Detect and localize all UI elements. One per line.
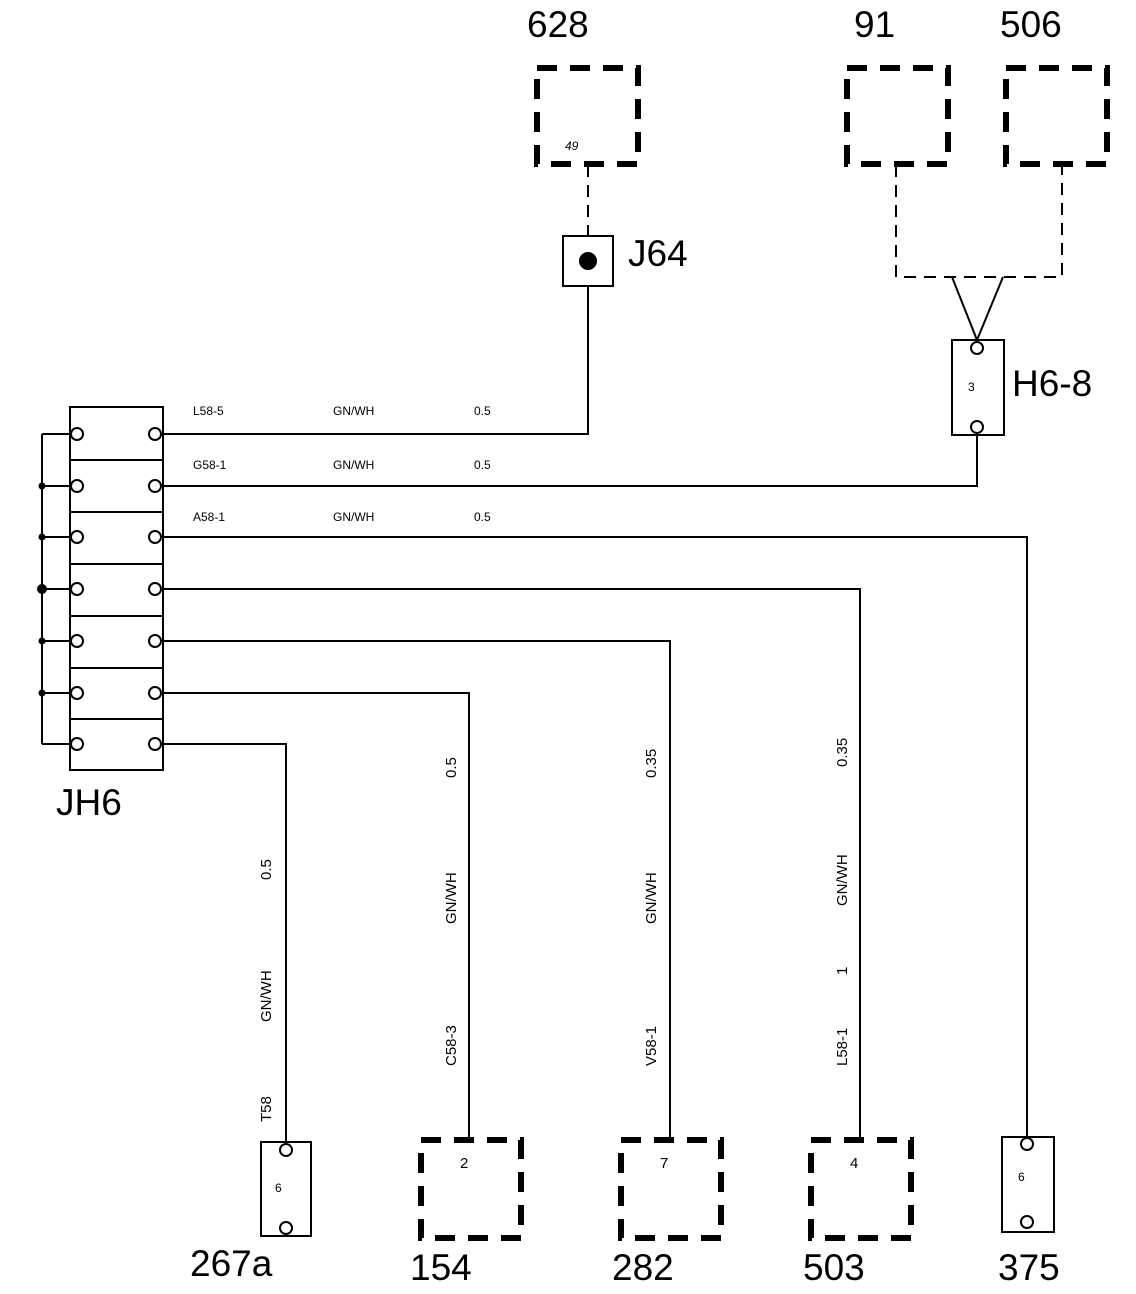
connector-506-label: 506 — [1000, 4, 1062, 45]
splice-j64-label: J64 — [628, 233, 688, 274]
connector-375-label: 375 — [998, 1247, 1060, 1288]
wire-t58-id: T58 — [258, 1096, 275, 1122]
wire-c58-3 — [162, 692, 470, 1140]
wire-g58-1-color: GN/WH — [333, 458, 374, 472]
connector-375: 6 375 — [998, 1136, 1060, 1288]
connector-282: 7 282 — [612, 1137, 724, 1288]
connector-267a-label: 267a — [190, 1243, 273, 1284]
connector-628: 628 49 — [527, 4, 641, 167]
wire-l58-1-size: 0.35 — [834, 738, 851, 767]
wire-l58-1-extra: 1 — [834, 967, 851, 975]
connector-91: 91 — [844, 4, 951, 167]
wire-l58-1-id: L58-1 — [834, 1028, 851, 1066]
wire-g58-1 — [162, 433, 978, 487]
wire-c58-3-labels: C58-3 GN/WH 0.5 — [443, 757, 460, 1066]
wire-l58-5 — [162, 286, 589, 435]
wire-g58-1-id: G58-1 — [193, 458, 227, 472]
connector-375-pin: 6 — [1018, 1170, 1025, 1184]
wire-c58-3-color: GN/WH — [443, 872, 460, 924]
wire-l58-5-size: 0.5 — [474, 404, 491, 418]
wire-v58-1-id: V58-1 — [643, 1026, 660, 1066]
wire-v58-1-size: 0.35 — [643, 749, 660, 778]
connector-h6-8: 3 H6-8 — [951, 339, 1092, 436]
connector-506: 506 — [1000, 4, 1110, 167]
wire-l58-1 — [162, 588, 861, 1140]
connector-282-pin: 7 — [660, 1155, 668, 1172]
connector-628-pin: 49 — [565, 139, 579, 153]
connector-154: 2 154 — [410, 1137, 524, 1288]
connector-628-label: 628 — [527, 4, 589, 45]
connector-503-label: 503 — [803, 1247, 865, 1288]
wire-t58-size: 0.5 — [258, 859, 275, 880]
junction-jh6-label: JH6 — [56, 782, 122, 823]
connector-154-pin: 2 — [460, 1155, 468, 1172]
wire-l58-1-color: GN/WH — [834, 854, 851, 906]
wire-v58-1-labels: V58-1 GN/WH 0.35 — [643, 749, 660, 1066]
wire-t58 — [162, 743, 287, 1145]
connector-h6-8-label: H6-8 — [1012, 363, 1092, 404]
wire-t58-labels: T58 GN/WH 0.5 — [258, 859, 275, 1122]
wire-v58-1 — [162, 640, 671, 1140]
wire-c58-3-size: 0.5 — [443, 757, 460, 778]
connector-267a: 6 267a — [190, 1141, 312, 1284]
splice-j64: J64 — [562, 233, 688, 287]
wire-l58-1-labels: L58-1 1 GN/WH 0.35 — [834, 738, 851, 1066]
junction-jh6: JH6 — [37, 406, 164, 823]
connector-h6-8-pin: 3 — [968, 380, 975, 394]
connector-154-label: 154 — [410, 1247, 472, 1288]
wire-a58-1-size: 0.5 — [474, 510, 491, 524]
wire-a58-1 — [162, 536, 1028, 1140]
wire-l58-5-id: L58-5 — [193, 404, 224, 418]
wire-a58-1-color: GN/WH — [333, 510, 374, 524]
connector-503: 4 503 — [803, 1137, 914, 1288]
wire-g58-1-size: 0.5 — [474, 458, 491, 472]
wire-a58-1-id: A58-1 — [193, 510, 225, 524]
wire-c58-3-id: C58-3 — [443, 1025, 460, 1066]
connector-282-label: 282 — [612, 1247, 674, 1288]
connector-91-label: 91 — [854, 4, 895, 45]
wire-t58-color: GN/WH — [258, 970, 275, 1022]
wire-l58-5-color: GN/WH — [333, 404, 374, 418]
wire-v58-1-color: GN/WH — [643, 872, 660, 924]
connector-503-pin: 4 — [850, 1155, 858, 1172]
connector-267a-pin: 6 — [275, 1181, 282, 1195]
